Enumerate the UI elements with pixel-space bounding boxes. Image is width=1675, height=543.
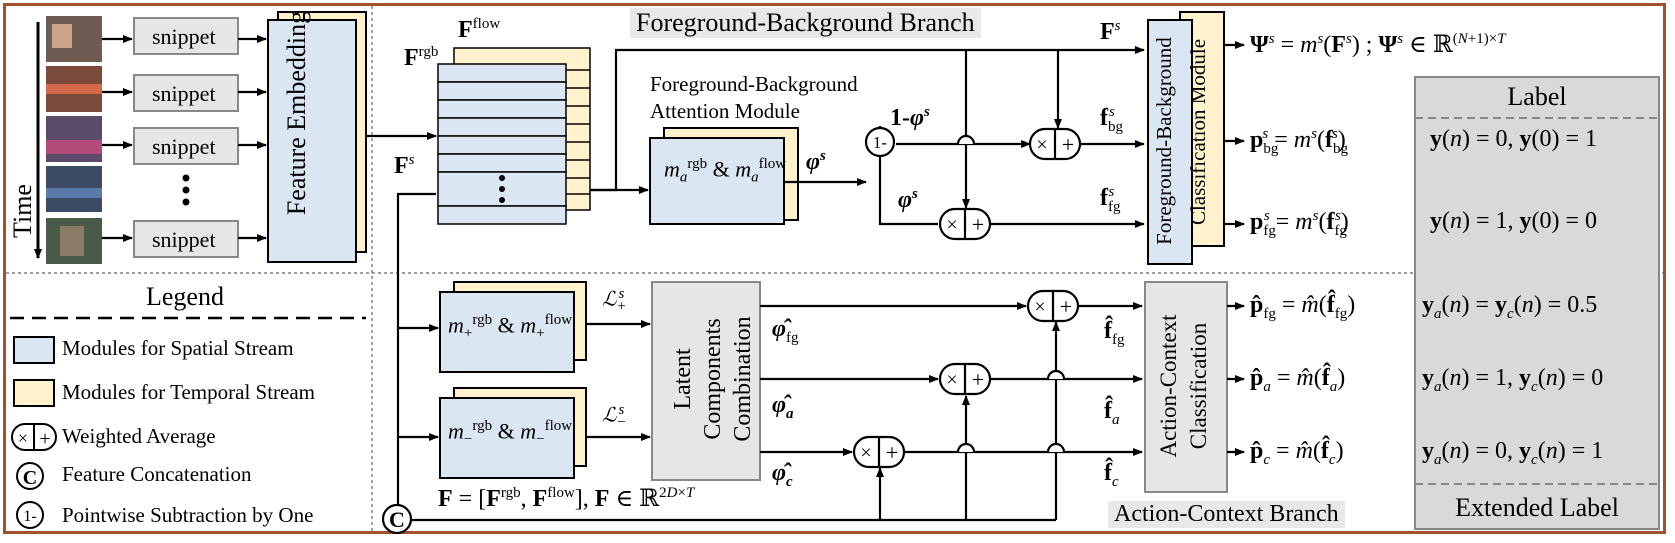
p-hat-fg-equation: p̂fg = m̂(f̂fg) (1250, 292, 1356, 322)
phi-s-lower-symbol: φs (898, 186, 918, 213)
legend-title: Legend (146, 282, 224, 311)
f-s-top-symbol: Fs (1100, 18, 1121, 45)
latent-combination-label: Latent Components Combination (668, 286, 758, 472)
snippet-label-1: snippet (152, 24, 216, 49)
f-rgb-symbol: Frgb (404, 44, 439, 71)
ext-label-fg-equation: ya(n) = yc(n) = 0.5 (1422, 292, 1598, 322)
ac-classification-line-1: Action-Context (1156, 314, 1181, 458)
latent-line-1: Latent (670, 348, 696, 410)
f-bg-symbol: fbgs (1100, 104, 1123, 135)
svg-text:1-: 1- (23, 508, 36, 525)
fg-branch-title: Foreground-Background Branch (630, 8, 981, 38)
action-context-classification-box (1144, 281, 1228, 493)
feature-embedding-box (267, 19, 357, 263)
fg-classification-module (1147, 19, 1193, 265)
f-flow-symbol: Fflow (458, 16, 501, 43)
negative-module-box (439, 397, 575, 479)
f-fg-symbol: ffgs (1100, 184, 1121, 215)
figure-frame (3, 3, 1666, 534)
phi-hat-a-symbol: φ̂a (772, 392, 794, 422)
snippet-label-3: snippet (152, 134, 216, 159)
svg-text:+: + (972, 212, 984, 237)
attention-title-1: Foreground-Background (650, 72, 858, 96)
positive-module-box (439, 291, 575, 373)
extended-label-title: Extended Label (1455, 493, 1619, 522)
positive-module-symbols: m+rgb & m+flow (448, 312, 573, 342)
p-fg-equation: pfgs = ms(ffgs) (1250, 208, 1349, 239)
svg-text:C: C (389, 507, 405, 532)
legend-spatial-label: Modules for Spatial Stream (62, 336, 294, 360)
label-fg-equation: y(n) = 1, y(0) = 0 (1430, 208, 1598, 234)
f-hat-fg-symbol: f̂fg (1104, 318, 1125, 348)
svg-text:+: + (1060, 294, 1072, 319)
svg-text:×: × (946, 214, 957, 236)
snippet-label-4: snippet (152, 227, 216, 252)
label-panel (1414, 76, 1660, 530)
phi-s-symbol: φs (806, 148, 826, 175)
legend-temporal-swatch (13, 379, 55, 407)
label-bg-equation: y(n) = 0, y(0) = 1 (1430, 126, 1598, 152)
legend-spatial-swatch (13, 336, 55, 364)
feature-embedding-label: Feature Embedding (282, 10, 311, 216)
f-hat-c-symbol: f̂c (1104, 460, 1119, 490)
video-thumbnails (46, 16, 102, 264)
label-title: Label (1507, 82, 1567, 111)
attention-title-2: Attention Module (650, 99, 800, 123)
legend-temporal-label: Modules for Temporal Stream (62, 380, 316, 404)
latent-line-2: Components (700, 318, 726, 440)
f-concat-equation: F = [Frgb, Fflow], F ∈ ℝ2D×T (438, 485, 695, 512)
svg-text:+: + (1062, 132, 1074, 157)
svg-text:C: C (23, 467, 37, 489)
attention-module-box (649, 137, 785, 225)
negative-module-symbols: m−rgb & m−flow (448, 418, 573, 448)
legend-subtraction-label: Pointwise Subtraction by One (62, 503, 314, 527)
ext-label-c-equation: ya(n) = 0, yc(n) = 1 (1422, 438, 1604, 468)
psi-equation: Ψs = ms(Fs) ; Ψs ∈ ℝ(N+1)×T (1250, 31, 1506, 58)
p-hat-c-equation: p̂c = m̂(f̂c) (1250, 438, 1344, 468)
svg-text:+: + (39, 428, 50, 450)
weighted-average-node-bg (1028, 127, 1082, 161)
svg-text:×: × (1034, 296, 1045, 318)
latent-combination-box (651, 281, 761, 481)
ext-label-a-equation: ya(n) = 1, yc(n) = 0 (1422, 365, 1604, 395)
loss-minus-symbol: ℒ−s (602, 402, 627, 431)
p-bg-equation: pbgs = ms(fbgs) (1250, 126, 1348, 157)
attention-module-symbols: margb & maflow (664, 156, 787, 186)
ac-classification-line-2: Classification (1186, 322, 1211, 450)
phi-hat-fg-symbol: φ̂fg (772, 316, 799, 346)
svg-text:×: × (1036, 134, 1047, 156)
time-label: Time (8, 184, 37, 238)
one-minus-phi-symbol: 1-φs (890, 104, 930, 131)
loss-plus-symbol: ℒ+s (602, 286, 627, 315)
f-s-symbol: Fs (394, 152, 415, 179)
weighted-average-node-fg (938, 207, 992, 241)
legend-weighted-average-label: Weighted Average (62, 424, 216, 448)
f-hat-a-symbol: f̂a (1104, 398, 1120, 428)
p-hat-a-equation: p̂a = m̂(f̂a) (1250, 365, 1346, 395)
snippet-arrows (102, 35, 267, 242)
svg-text:×: × (18, 428, 28, 448)
svg-text:+: + (886, 440, 898, 465)
svg-text:×: × (860, 442, 871, 464)
latent-line-3: Combination (730, 316, 756, 442)
fg-classification-label-2: Classification Module (1186, 38, 1210, 226)
legend-concatenation-label: Feature Concatenation (62, 462, 252, 486)
snippet-label-2: snippet (152, 81, 216, 106)
svg-text:×: × (946, 369, 957, 391)
ac-branch-title: Action-Context Branch (1108, 501, 1345, 528)
concatenation-node (381, 503, 413, 535)
phi-hat-c-symbol: φ̂c (772, 460, 793, 490)
svg-text:+: + (972, 367, 984, 392)
ac-classification-label: Action-Context Classification (1154, 286, 1214, 486)
subtract-one-node (864, 126, 896, 158)
svg-text:1-: 1- (873, 133, 888, 152)
fg-classification-label: Foreground-Background (1152, 37, 1176, 245)
